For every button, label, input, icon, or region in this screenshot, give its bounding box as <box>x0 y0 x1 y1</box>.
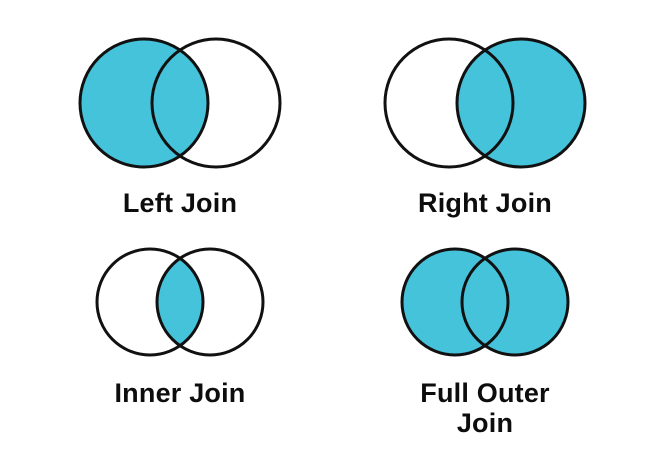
diagram-label-inner-join: Inner Join <box>114 378 246 408</box>
full-outer-join-venn <box>400 247 570 357</box>
intersection-fill <box>457 39 513 167</box>
left-circle-outline <box>78 37 210 169</box>
right-circle-outline <box>455 37 587 169</box>
right-join-venn <box>383 37 587 169</box>
diagram-label-full-outer-join: Full Outer Join <box>420 378 550 439</box>
diagram-right-join: Right Join <box>335 28 635 218</box>
right-circle-outline <box>150 37 282 169</box>
right-circle-fill <box>462 249 568 355</box>
intersection-fill <box>152 39 208 167</box>
left-circle-outline <box>95 247 205 357</box>
right-circle-outline <box>460 247 570 357</box>
left-join-venn <box>78 37 282 169</box>
inner-join-venn <box>95 247 265 357</box>
diagram-full-outer-join: Full Outer Join <box>335 240 635 438</box>
diagram-left-join: Left Join <box>30 28 330 218</box>
left-circle-outline <box>400 247 510 357</box>
left-circle-outline <box>383 37 515 169</box>
diagram-label-right-join: Right Join <box>418 188 552 218</box>
diagram-inner-join: Inner Join <box>30 240 330 408</box>
diagram-label-left-join: Left Join <box>122 188 238 218</box>
right-circle-outline <box>155 247 265 357</box>
intersection-fill <box>157 249 203 355</box>
